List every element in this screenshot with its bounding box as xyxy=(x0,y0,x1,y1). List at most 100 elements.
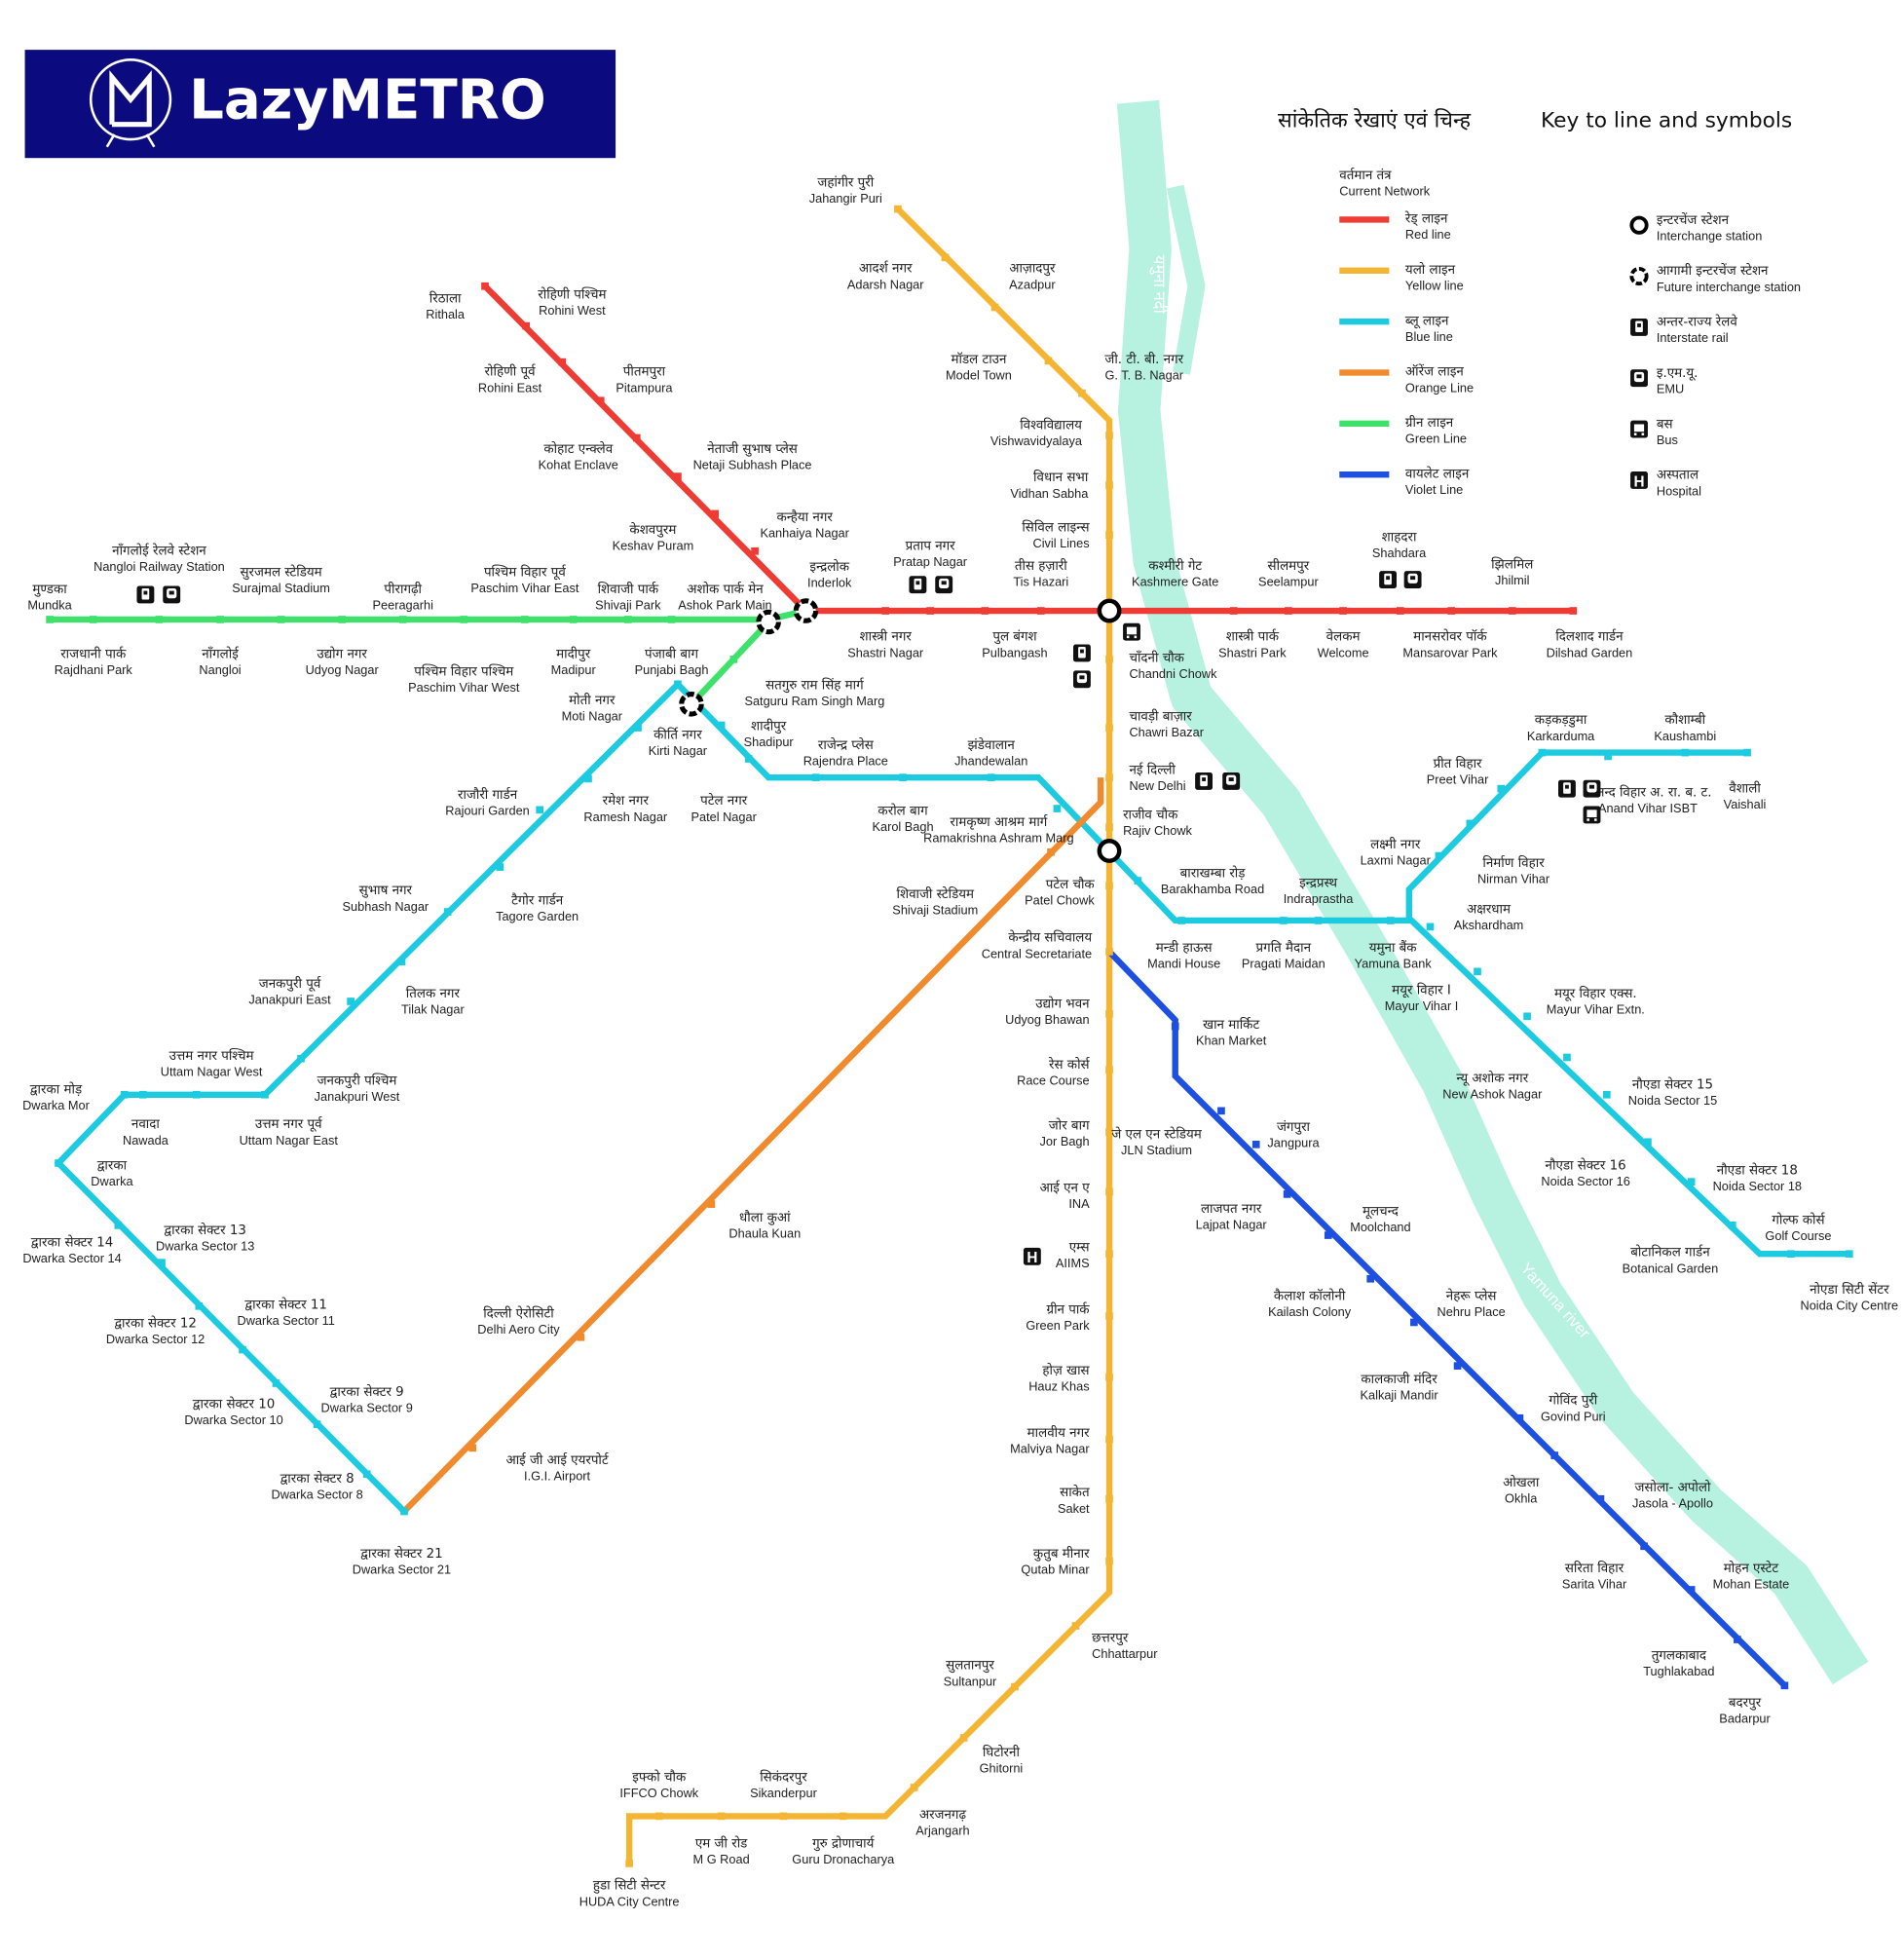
station-kaushambi[interactable]: कौशाम्बीKaushambi xyxy=(1654,712,1716,757)
interchange-icon[interactable] xyxy=(1097,598,1122,623)
station-new-delhi[interactable]: नई दिल्लीNew Delhi xyxy=(1105,762,1186,793)
station-delhi-aero-city[interactable]: दिल्ली ऐरोसिटीDelhi Aero City xyxy=(477,1305,585,1341)
station-vaishali[interactable]: वैशालीVaishali xyxy=(1724,748,1767,811)
station-arjangarh[interactable]: अरजनगढ़Arjangarh xyxy=(910,1784,970,1838)
station-ghitorni[interactable]: घिटोरनीGhitorni xyxy=(959,1734,1023,1776)
station-okhla[interactable]: ओखलाOkhla xyxy=(1503,1451,1559,1506)
future-interchange-icon[interactable] xyxy=(756,609,781,635)
station-govind-puri[interactable]: गोविंद पुरीGovind Puri xyxy=(1515,1392,1606,1424)
station-barakhamba-road[interactable]: बाराखम्बा रोड़Barakhamba Road xyxy=(1134,865,1265,896)
station-shahdara[interactable]: शाहदराShahdara xyxy=(1372,531,1427,615)
station-jahangir-puri[interactable]: जहांगीर पुरीJahangir Puri xyxy=(809,175,902,213)
station-dwarka[interactable]: द्वारकाDwarka xyxy=(55,1158,133,1188)
station-dwarka-mor[interactable]: द्वारका मोड़Dwarka Mor xyxy=(22,1081,129,1112)
station-mayur-vihar-extn[interactable]: मयूर विहार एक्स.Mayur Vihar Extn. xyxy=(1523,986,1645,1021)
station-tis-hazari[interactable]: तीस हज़ारीTis Hazari xyxy=(1013,558,1068,615)
station-peeragarhi[interactable]: पीरागढ़ीPeeragarhi xyxy=(373,582,433,623)
station-jangpura[interactable]: जंगपुराJangpura xyxy=(1251,1119,1321,1150)
station-dhaula-kuan[interactable]: धौला कुआंDhaula Kuan xyxy=(707,1200,802,1241)
station-jasola-apollo[interactable]: जसोला- अपोलोJasola - Apollo xyxy=(1596,1480,1713,1511)
station-anand-vihar-isbt[interactable]: आनन्द विहार अ. रा. ब. ट.Anand Vihar ISBT xyxy=(1584,752,1712,815)
future-interchange-icon[interactable] xyxy=(793,598,819,623)
station-mundka[interactable]: मुण्डकाMundka xyxy=(27,583,73,623)
station-rithala[interactable]: रिठालाRithala xyxy=(426,282,489,321)
station-nawada[interactable]: नवादाNawada xyxy=(123,1090,169,1148)
station-m-g-road[interactable]: एम जी रोडM G Road xyxy=(693,1812,750,1866)
station-kailash-colony[interactable]: कैलाश कॉलोनीKailash Colony xyxy=(1268,1274,1375,1319)
station-i-g-i-airport[interactable]: आई जी आई एयरपोर्टI.G.I. Airport xyxy=(468,1444,609,1484)
station-vidhan-sabha[interactable]: विधान सभाVidhan Sabha xyxy=(1010,470,1113,501)
